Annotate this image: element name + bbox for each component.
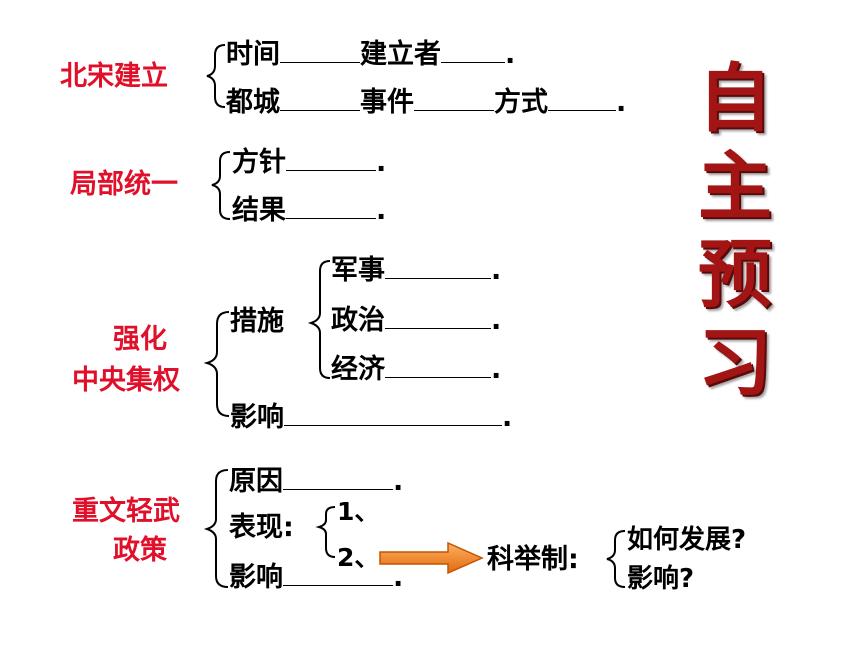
- blank-reason: [283, 467, 393, 490]
- side-char-1: 自: [698, 56, 772, 142]
- side-char-2: 主: [698, 144, 772, 230]
- row-military: 军事.: [331, 256, 501, 286]
- brace-jubu: [211, 151, 231, 220]
- side-char-4: 习: [698, 320, 772, 406]
- brace-keju: [606, 530, 626, 588]
- row-politics: 政治.: [331, 306, 501, 336]
- item-reason: 原因: [229, 466, 283, 497]
- item-impact-qianghua: 影响: [230, 402, 284, 433]
- item-result: 结果: [232, 195, 286, 226]
- blank-military: [385, 256, 491, 279]
- brace-zhongwen: [203, 469, 229, 588]
- label-qianghua-2: 中央集权: [72, 365, 180, 396]
- row-impact-zhongwen: 影响.: [229, 563, 403, 593]
- row-reason: 原因.: [229, 467, 403, 497]
- brace-expression: [315, 506, 336, 558]
- item-impact-zhongwen: 影响: [229, 562, 283, 593]
- blank-impact-qianghua: [284, 403, 502, 426]
- label-jubu: 局部统一: [70, 169, 178, 200]
- item-politics: 政治: [331, 305, 385, 336]
- brace-beisong: [206, 44, 226, 108]
- label-qianghua-1: 强化: [113, 324, 167, 355]
- period: .: [491, 305, 502, 336]
- item-capital: 都城: [226, 87, 280, 118]
- period: .: [491, 354, 502, 385]
- item-policy: 方针: [232, 147, 286, 178]
- row-economy: 经济.: [331, 355, 501, 385]
- row-time-founder: 时间 建立者.: [226, 40, 515, 70]
- side-char-3: 预: [698, 232, 772, 318]
- item-time: 时间: [226, 39, 280, 70]
- item-founder: 建立者: [360, 39, 441, 70]
- item-event: 事件: [360, 87, 414, 118]
- row-policy: 方针.: [232, 148, 386, 178]
- period: .: [393, 562, 404, 593]
- blank-founder: [441, 40, 505, 63]
- item-expression: 表现:: [229, 512, 294, 543]
- side-title: 自 主 预 习: [690, 55, 780, 407]
- arrow-to-keju: [379, 541, 484, 575]
- item-keju: 科举制:: [487, 544, 579, 575]
- blank-time: [280, 40, 360, 63]
- period: .: [393, 466, 404, 497]
- label-zhongwen-2: 政策: [113, 535, 167, 566]
- blank-result: [286, 196, 376, 219]
- item-military: 军事: [331, 255, 385, 286]
- blank-event: [414, 88, 494, 111]
- item-method: 方式: [494, 87, 548, 118]
- blank-economy: [385, 355, 491, 378]
- blank-impact-zhongwen: [283, 563, 393, 586]
- label-zhongwen-1: 重文轻武: [72, 496, 180, 527]
- period: .: [502, 402, 513, 433]
- keju-item-develop: 如何发展?: [627, 525, 747, 555]
- period: .: [491, 255, 502, 286]
- blank-policy: [286, 148, 376, 171]
- row-result: 结果.: [232, 196, 386, 226]
- blank-capital: [280, 88, 360, 111]
- blank-politics: [385, 306, 491, 329]
- brace-measures: [307, 260, 331, 379]
- brace-qianghua: [203, 311, 230, 417]
- expr-item-1: 1、: [337, 497, 380, 526]
- label-beisong: 北宋建立: [60, 61, 168, 92]
- item-measures: 措施: [230, 306, 284, 337]
- keju-item-impact: 影响?: [627, 564, 695, 594]
- period: .: [376, 195, 387, 226]
- item-economy: 经济: [331, 354, 385, 385]
- blank-method: [548, 88, 616, 111]
- period: .: [616, 87, 627, 118]
- period: .: [505, 39, 516, 70]
- row-impact-qianghua: 影响.: [230, 403, 512, 433]
- period: .: [376, 147, 387, 178]
- row-capital-event-method: 都城 事件 方式.: [226, 88, 626, 118]
- expr-item-2: 2、: [337, 543, 380, 572]
